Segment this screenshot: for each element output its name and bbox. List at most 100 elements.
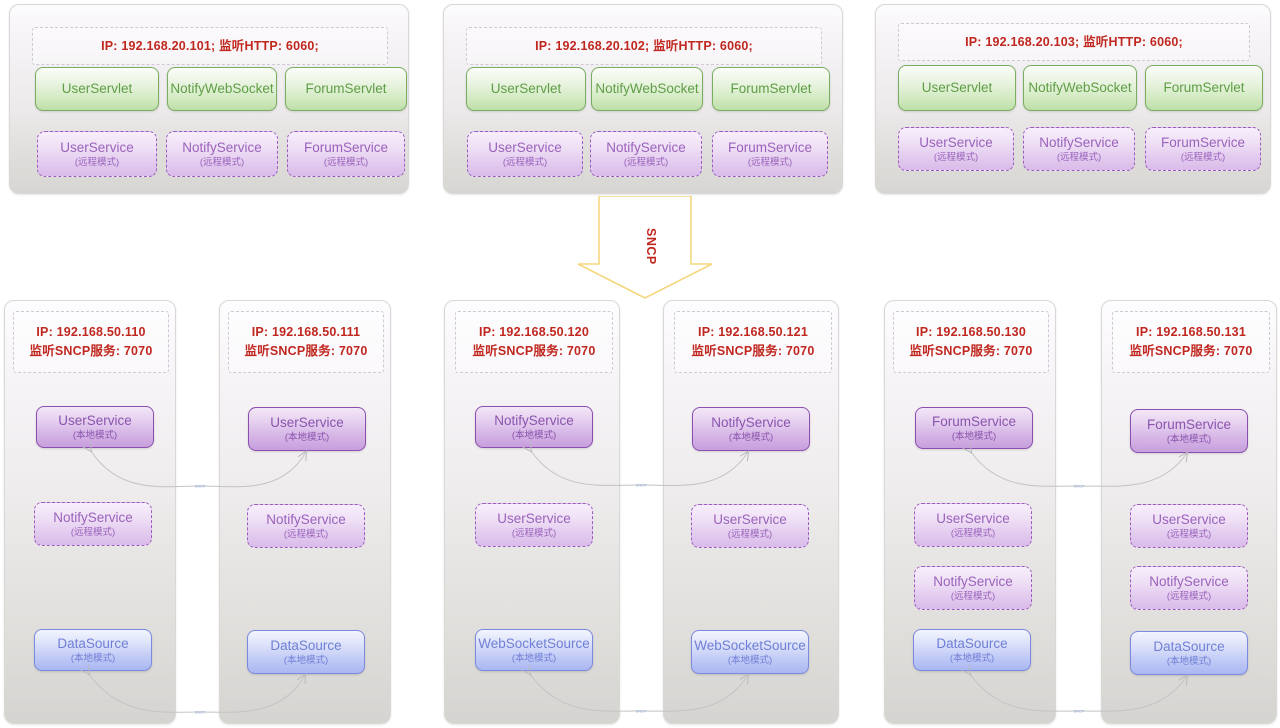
component-box[interactable]: NotifyService (远程模式): [914, 566, 1032, 610]
servlet-label: NotifyWebSocket: [1028, 80, 1132, 95]
service-box[interactable]: NotifyService (远程模式): [166, 131, 278, 177]
ip-header: IP: 192.168.50.110 监听SNCP服务: 7070: [13, 311, 169, 373]
service-box[interactable]: NotifyService (远程模式): [590, 131, 702, 177]
component-mode: (远程模式): [1166, 528, 1212, 540]
service-node-panel: IP: 192.168.50.130 监听SNCP服务: 7070 ForumS…: [884, 300, 1056, 724]
component-label: ForumService: [1146, 416, 1232, 432]
component-label: UserService: [1152, 511, 1226, 527]
component-label: ForumService: [931, 413, 1017, 429]
servlet-label: ForumServlet: [1163, 80, 1245, 95]
component-box[interactable]: ForumService (本地模式): [1130, 409, 1248, 453]
service-mode: (远程模式): [323, 156, 369, 168]
service-node-panel: IP: 192.168.50.111 监听SNCP服务: 7070 UserSe…: [219, 300, 391, 724]
service-box[interactable]: UserService (远程模式): [467, 131, 583, 177]
component-box[interactable]: NotifyService (本地模式): [692, 407, 810, 451]
component-label: DataSource: [1153, 638, 1225, 654]
component-label: NotifyService: [711, 414, 791, 430]
ip-line-1: IP: 192.168.50.111: [251, 325, 361, 339]
ip-line-1: IP: 192.168.50.131: [1136, 325, 1246, 339]
component-box[interactable]: NotifyService (远程模式): [247, 504, 365, 548]
servlet-box[interactable]: UserServlet: [466, 67, 586, 111]
component-box[interactable]: NotifyService (远程模式): [1130, 566, 1248, 610]
service-label: UserService: [919, 134, 993, 150]
component-mode: (本地模式): [949, 652, 995, 664]
ip-line-1: IP: 192.168.50.120: [479, 325, 589, 339]
component-box[interactable]: DataSource (本地模式): [34, 629, 152, 671]
servlet-box[interactable]: NotifyWebSocket: [1023, 65, 1137, 111]
ip-line-2: 监听SNCP服务: 7070: [244, 344, 368, 358]
component-box[interactable]: ForumService (本地模式): [915, 407, 1033, 449]
component-label: NotifyService: [266, 511, 346, 527]
component-box[interactable]: UserService (远程模式): [914, 503, 1032, 547]
servlet-label: UserServlet: [921, 80, 993, 95]
component-mode: (远程模式): [950, 590, 996, 602]
servlet-box[interactable]: UserServlet: [35, 67, 159, 111]
service-mode: (远程模式): [502, 156, 548, 168]
peer-link-label: SNCP: [1073, 708, 1085, 714]
service-label: ForumService: [303, 139, 389, 155]
component-mode: (远程模式): [1166, 590, 1212, 602]
component-label: WebSocketSource: [478, 635, 590, 651]
service-label: ForumService: [727, 139, 813, 155]
service-mode: (远程模式): [747, 156, 793, 168]
component-label: UserService: [497, 510, 571, 526]
service-box[interactable]: UserService (远程模式): [37, 131, 157, 177]
component-label: NotifyService: [933, 573, 1013, 589]
servlet-label: NotifyWebSocket: [170, 81, 274, 96]
peer-link-label: SNCP: [194, 483, 206, 489]
component-mode: (本地模式): [1166, 433, 1212, 445]
component-box[interactable]: DataSource (本地模式): [913, 629, 1031, 671]
service-box[interactable]: ForumService (远程模式): [712, 131, 828, 177]
servlet-label: ForumServlet: [730, 81, 812, 96]
ip-header: IP: 192.168.50.111 监听SNCP服务: 7070: [228, 311, 384, 373]
component-box[interactable]: UserService (本地模式): [36, 406, 154, 448]
component-mode: (远程模式): [950, 527, 996, 539]
ip-line-2: 监听SNCP服务: 7070: [691, 344, 815, 358]
component-box[interactable]: DataSource (本地模式): [247, 630, 365, 674]
service-box[interactable]: ForumService (远程模式): [287, 131, 405, 177]
ip-header: IP: 192.168.50.131 监听SNCP服务: 7070: [1112, 311, 1270, 373]
component-box[interactable]: UserService (本地模式): [248, 407, 366, 451]
component-mode: (本地模式): [70, 652, 116, 664]
servlet-box[interactable]: ForumServlet: [1145, 65, 1263, 111]
component-box[interactable]: NotifyService (远程模式): [34, 502, 152, 546]
servlet-box[interactable]: ForumServlet: [712, 67, 830, 111]
service-label: ForumService: [1160, 134, 1246, 150]
component-mode: (本地模式): [1166, 655, 1212, 667]
servlet-box[interactable]: NotifyWebSocket: [591, 67, 703, 111]
component-mode: (远程模式): [283, 528, 329, 540]
servlet-label: UserServlet: [61, 81, 133, 96]
component-mode: (远程模式): [70, 526, 116, 538]
component-box[interactable]: NotifyService (本地模式): [475, 406, 593, 448]
component-box[interactable]: UserService (远程模式): [1130, 504, 1248, 548]
component-mode: (本地模式): [511, 429, 557, 441]
service-node-panel: IP: 192.168.50.121 监听SNCP服务: 7070 Notify…: [663, 300, 839, 724]
component-box[interactable]: UserService (远程模式): [475, 503, 593, 547]
servlet-box[interactable]: ForumServlet: [285, 67, 407, 111]
servlet-label: ForumServlet: [305, 81, 387, 96]
component-mode: (本地模式): [284, 431, 330, 443]
component-box[interactable]: WebSocketSource (本地模式): [691, 630, 809, 674]
service-mode: (远程模式): [1180, 151, 1226, 163]
service-node-panel: IP: 192.168.50.110 监听SNCP服务: 7070 UserSe…: [4, 300, 176, 724]
servlet-box[interactable]: NotifyWebSocket: [167, 67, 277, 111]
service-node-panel: IP: 192.168.50.131 监听SNCP服务: 7070 ForumS…: [1101, 300, 1277, 724]
component-label: UserService: [936, 510, 1010, 526]
component-label: DataSource: [57, 635, 129, 651]
component-mode: (远程模式): [511, 527, 557, 539]
peer-link-label: SNCP: [635, 708, 647, 714]
service-node-panel: IP: 192.168.50.120 监听SNCP服务: 7070 Notify…: [444, 300, 620, 724]
peer-link-label: SNCP: [1073, 483, 1085, 489]
service-label: NotifyService: [1039, 134, 1119, 150]
component-box[interactable]: UserService (远程模式): [691, 504, 809, 548]
service-box[interactable]: ForumService (远程模式): [1145, 127, 1261, 171]
service-box[interactable]: NotifyService (远程模式): [1023, 127, 1135, 171]
servlet-box[interactable]: UserServlet: [898, 65, 1016, 111]
service-box[interactable]: UserService (远程模式): [898, 127, 1014, 171]
service-label: NotifyService: [182, 139, 262, 155]
component-box[interactable]: DataSource (本地模式): [1130, 631, 1248, 675]
ip-header: IP: 192.168.50.121 监听SNCP服务: 7070: [674, 311, 832, 373]
component-box[interactable]: WebSocketSource (本地模式): [475, 629, 593, 671]
ip-line-2: 监听SNCP服务: 7070: [472, 344, 596, 358]
